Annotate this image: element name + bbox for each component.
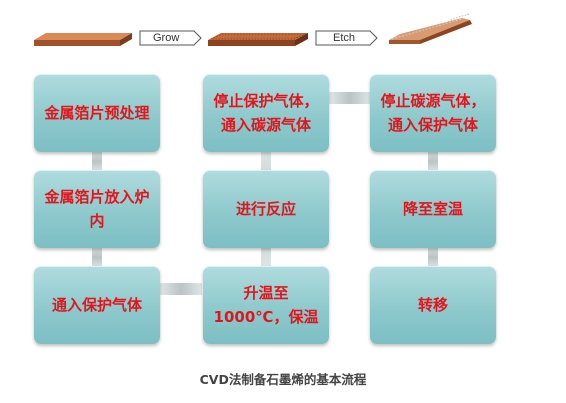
step-text-3: 通入保护气体	[51, 296, 142, 314]
step-text-4: 升温至1000℃，保温	[213, 284, 319, 326]
step-box-7: 停止碳源气体，通入保护气体	[370, 74, 496, 152]
connector-5-6	[329, 92, 371, 104]
step-text-5: 进行反应	[235, 200, 296, 218]
step-text-6: 停止保护气体，通入碳源气体	[213, 92, 319, 134]
step-box-2: 金属箔片放入炉内	[34, 170, 160, 248]
step-box-5: 进行反应	[203, 170, 329, 248]
connector-1-2	[92, 150, 102, 172]
process-banner	[34, 13, 472, 46]
step-box-8: 降至室温	[370, 170, 496, 248]
step-box-1: 金属箔片预处理	[34, 74, 160, 152]
step-text-8: 降至室温	[402, 200, 463, 218]
etch-arrow	[315, 30, 378, 46]
step-text-1: 金属箔片预处理	[44, 104, 150, 122]
step-box-9: 转移	[370, 266, 496, 344]
connector-8-9	[428, 246, 438, 268]
connector-7-8	[428, 150, 438, 172]
grown-foil-plate	[208, 33, 308, 46]
step-box-4: 升温至1000℃，保温	[203, 266, 329, 344]
step-text-2: 金属箔片放入炉内	[44, 188, 150, 230]
etch-label: Etch	[333, 32, 356, 44]
figure-caption: CVD法制备石墨烯的基本流程	[199, 372, 367, 387]
copper-foil-plate	[34, 33, 132, 46]
step-text-7: 停止碳源气体，通入保护气体	[380, 92, 486, 134]
step-text-9: 转移	[417, 296, 448, 314]
connector-2-3	[92, 246, 102, 268]
grow-arrow	[139, 30, 202, 46]
step-box-3: 通入保护气体	[34, 266, 160, 344]
connector-3-4	[160, 283, 202, 295]
step-box-6: 停止保护气体，通入碳源气体	[203, 74, 329, 152]
grow-label: Grow	[153, 32, 180, 44]
graphene-sheet	[389, 13, 472, 44]
